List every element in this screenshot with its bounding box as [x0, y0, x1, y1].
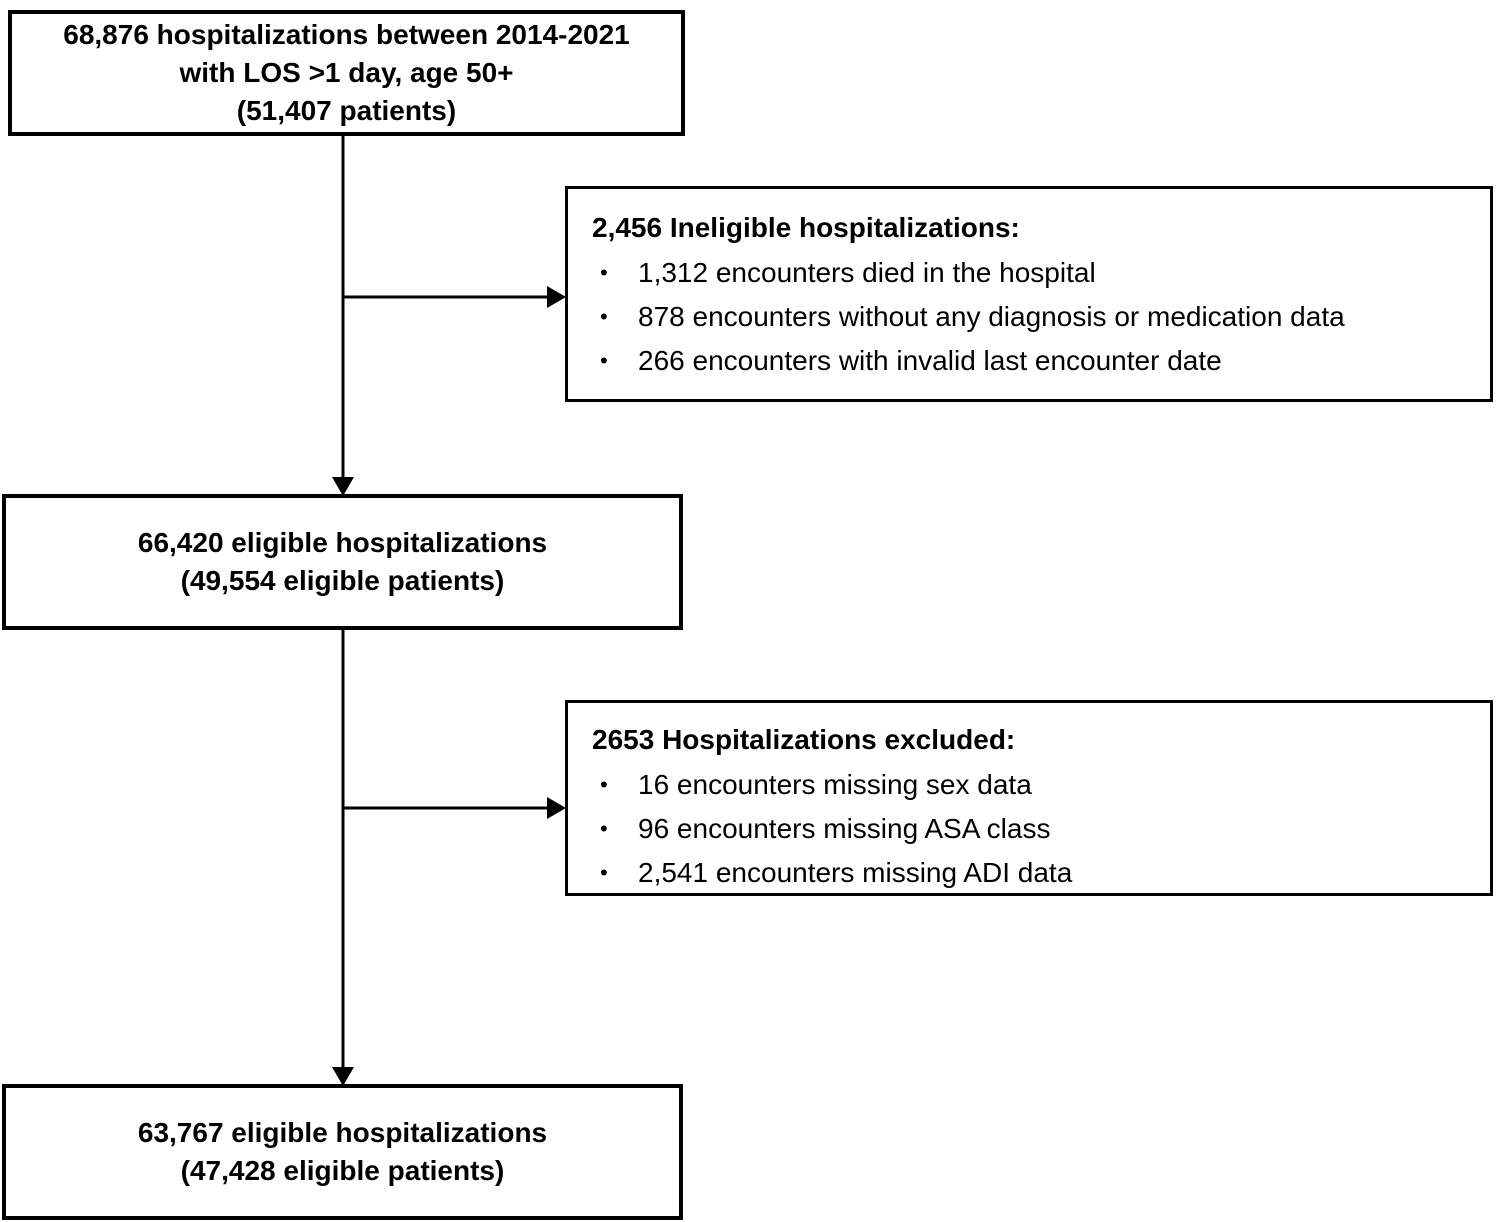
initial-cohort-line1: 68,876 hospitalizations between 2014-202…	[63, 19, 630, 50]
arrowhead-right-icon	[547, 797, 566, 819]
bullet-icon: •	[600, 860, 608, 885]
list-item: • 1,312 encounters died in the hospital	[592, 251, 1474, 295]
ineligible-bullet-2: 878 encounters without any diagnosis or …	[638, 301, 1345, 332]
bullet-icon: •	[600, 348, 608, 373]
bullet-icon: •	[600, 816, 608, 841]
list-item: • 96 encounters missing ASA class	[592, 807, 1474, 851]
box-ineligible-hospitalizations: 2,456 Ineligible hospitalizations: • 1,3…	[565, 186, 1493, 402]
excluded-title: 2653 Hospitalizations excluded:	[592, 724, 1016, 755]
arrowhead-right-icon	[547, 286, 566, 308]
eligible1-line2: (49,554 eligible patients)	[180, 565, 505, 596]
bullet-icon: •	[600, 260, 608, 285]
excluded-bullet-2: 96 encounters missing ASA class	[638, 813, 1051, 844]
excluded-bullet-3: 2,541 encounters missing ADI data	[638, 857, 1073, 888]
bullet-icon: •	[600, 772, 608, 797]
list-item: • 878 encounters without any diagnosis o…	[592, 295, 1474, 339]
eligible2-line2: (47,428 eligible patients)	[180, 1155, 505, 1186]
ineligible-bullet-1: 1,312 encounters died in the hospital	[638, 257, 1096, 288]
eligible2-line1: 63,767 eligible hospitalizations	[137, 1117, 548, 1148]
ineligible-title: 2,456 Ineligible hospitalizations:	[592, 212, 1020, 243]
list-item: • 266 encounters with invalid last encou…	[592, 339, 1474, 383]
excluded-bullet-1: 16 encounters missing sex data	[638, 769, 1032, 800]
list-item: • 16 encounters missing sex data	[592, 763, 1474, 807]
box-eligible-cohort-2: 63,767 eligible hospitalizations (47,428…	[2, 1084, 683, 1220]
eligible1-line1: 66,420 eligible hospitalizations	[137, 527, 548, 558]
initial-cohort-line2: with LOS >1 day, age 50+	[179, 57, 514, 88]
bullet-icon: •	[600, 304, 608, 329]
box-initial-cohort: 68,876 hospitalizations between 2014-202…	[8, 10, 685, 136]
ineligible-bullet-3: 266 encounters with invalid last encount…	[638, 345, 1222, 376]
initial-cohort-line3: (51,407 patients)	[236, 95, 457, 126]
box-eligible-cohort-1: 66,420 eligible hospitalizations (49,554…	[2, 494, 683, 630]
box-excluded-hospitalizations: 2653 Hospitalizations excluded: • 16 enc…	[565, 700, 1493, 896]
list-item: • 2,541 encounters missing ADI data	[592, 851, 1474, 895]
